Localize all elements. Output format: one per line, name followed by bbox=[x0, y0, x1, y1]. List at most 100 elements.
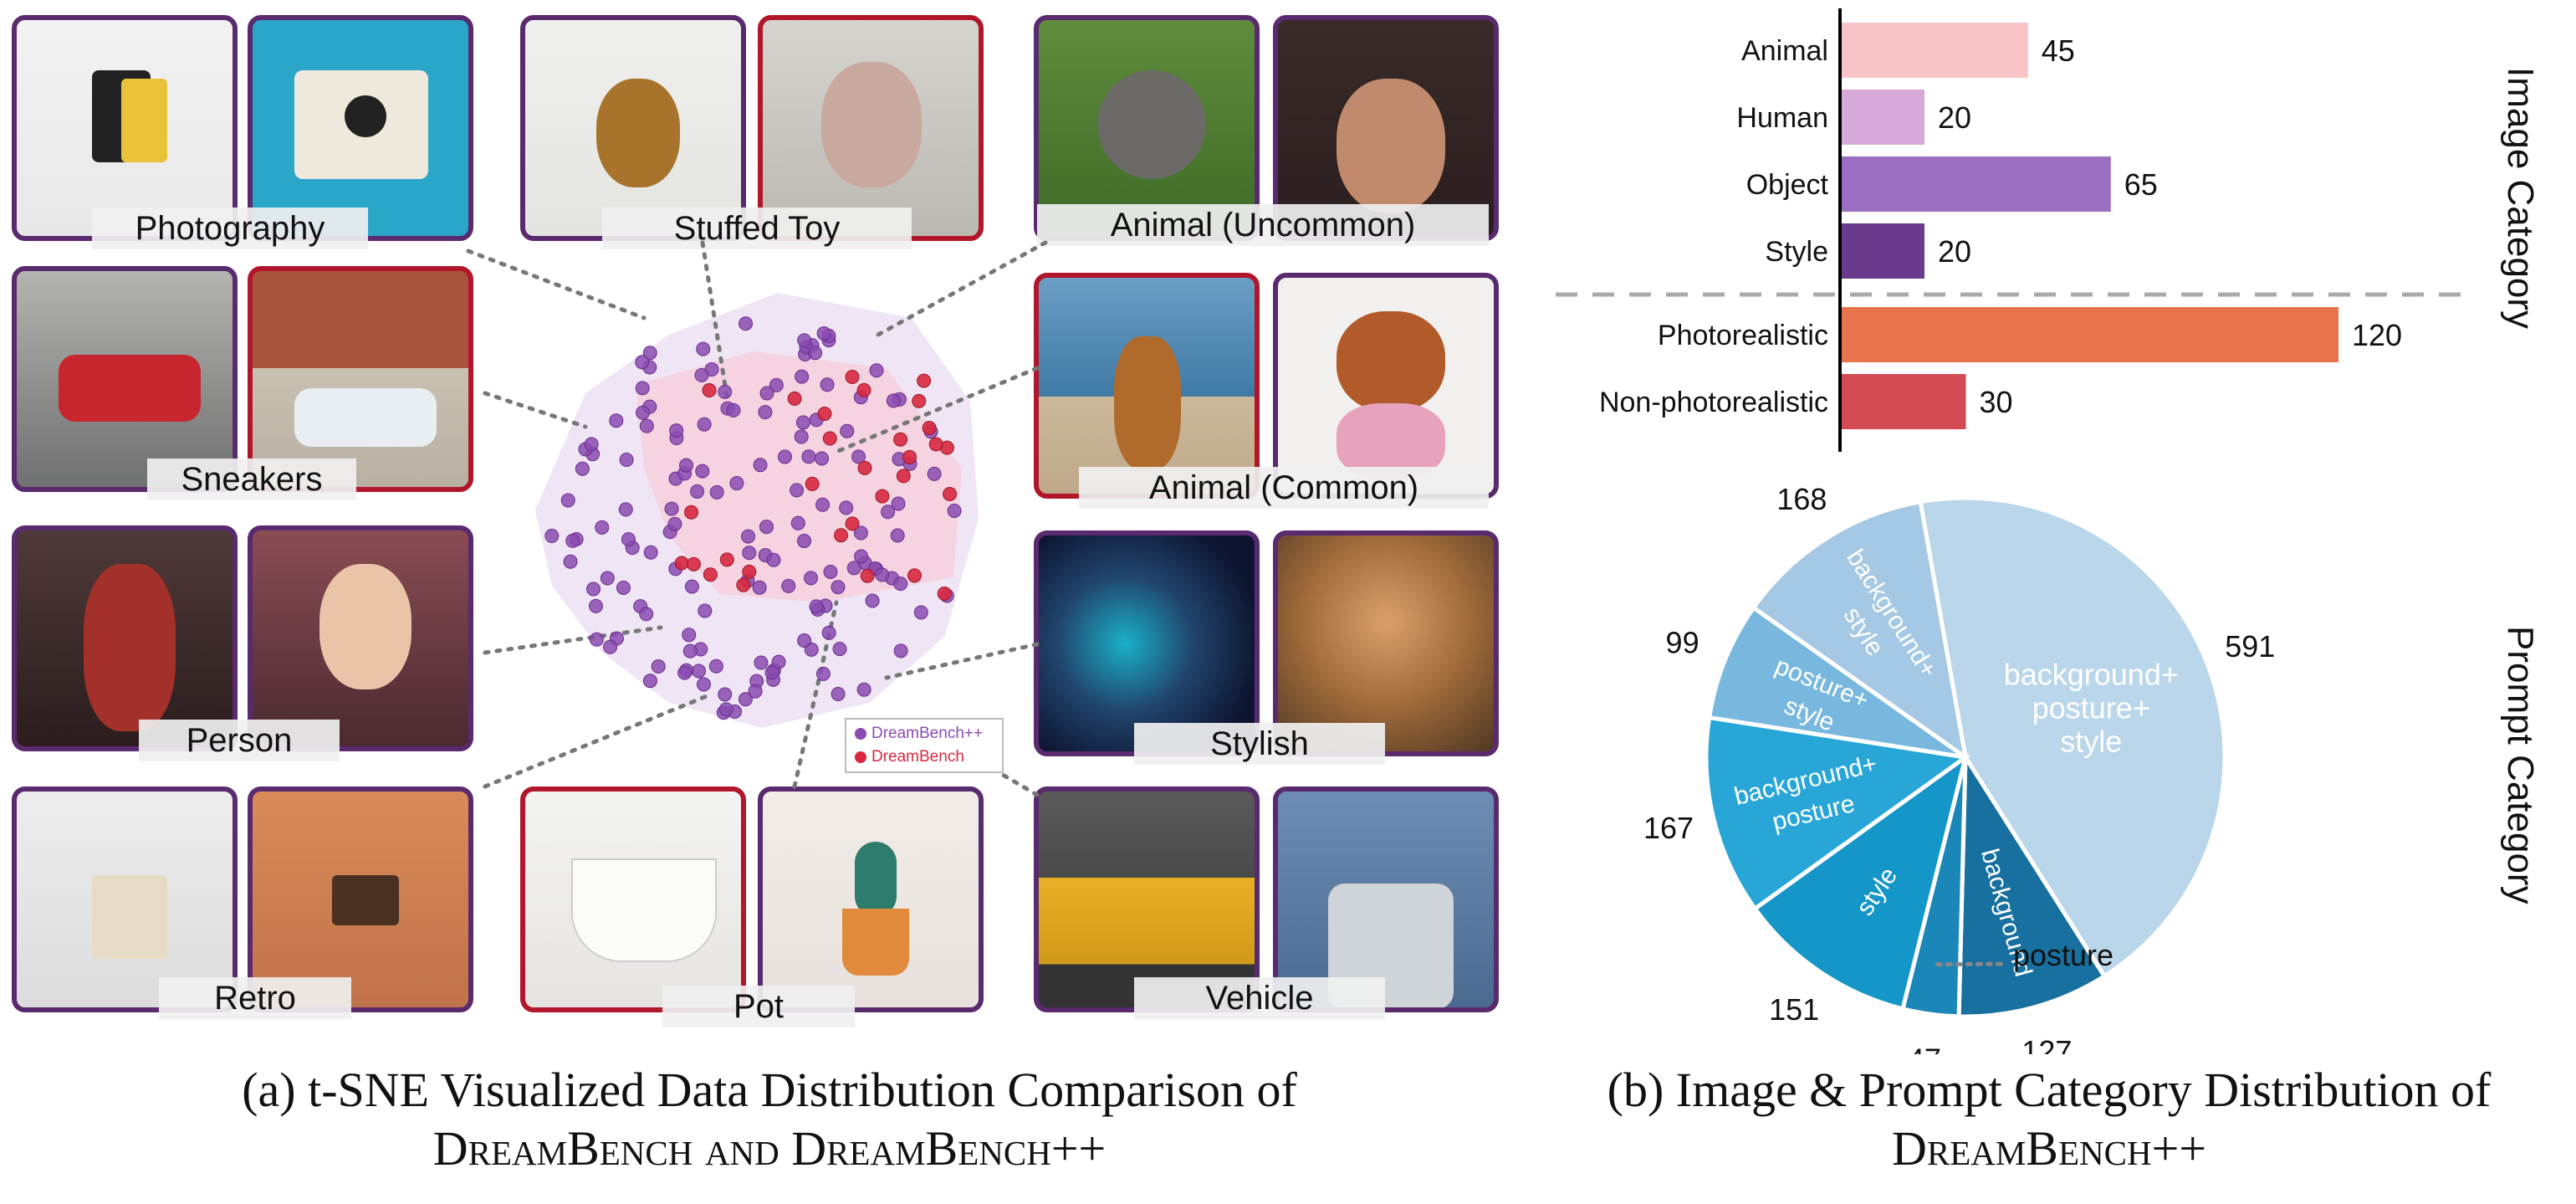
category-label-retro: Retro bbox=[159, 977, 351, 1019]
pie-value-label: 151 bbox=[1769, 992, 1819, 1027]
dreambench-pp-point bbox=[886, 393, 901, 408]
dreambench-pp-point bbox=[738, 692, 753, 707]
caption-b: (b) Image & Prompt Category Distribution… bbox=[1539, 1061, 2559, 1178]
caption-b-line-1: (b) Image & Prompt Category Distribution… bbox=[1607, 1063, 2492, 1117]
pie-value-label: 47 bbox=[1908, 1043, 1941, 1054]
pie-slice bbox=[1918, 495, 2227, 980]
bar-style bbox=[1842, 223, 1924, 279]
dreambench-pp-points bbox=[544, 316, 962, 720]
dreambench-pp-point bbox=[854, 549, 869, 564]
dreambench-pp-point bbox=[890, 528, 905, 543]
pie-slice bbox=[1956, 750, 2108, 1019]
dreambench-point bbox=[822, 431, 837, 446]
bar-value-label: 30 bbox=[1980, 385, 2013, 419]
category-label-pot: Pot bbox=[662, 986, 855, 1027]
caption-a: (a) t-SNE Visualized Data Distribution C… bbox=[50, 1061, 1489, 1178]
dreambench-pp-point bbox=[815, 451, 830, 466]
dreambench-pp-point bbox=[797, 633, 812, 648]
dreambench-pp-point bbox=[831, 687, 846, 702]
sneakers-image-1 bbox=[12, 266, 238, 492]
dreambench-point bbox=[686, 556, 701, 571]
dreambench-pp-point bbox=[754, 655, 769, 670]
dreambench-pp-point bbox=[808, 346, 823, 361]
dreambench-pp-point bbox=[840, 423, 855, 438]
pot-image-1 bbox=[520, 786, 746, 1012]
dreambench-pp-point bbox=[856, 682, 871, 697]
tsne-legend: DreamBench++ DreamBench bbox=[845, 718, 1004, 773]
dreambench-pp-point bbox=[947, 503, 962, 518]
category-label-photography: Photography bbox=[92, 207, 368, 249]
bar-category-label: Non-photorealistic bbox=[1599, 387, 1828, 418]
dreambench-pp-point bbox=[708, 658, 723, 674]
photography-image-1 bbox=[12, 15, 238, 241]
dreambench-pp-point bbox=[851, 449, 866, 464]
legend-entry-dreambench-pp: DreamBench++ bbox=[855, 725, 983, 743]
dreambench-pp-point bbox=[794, 429, 809, 444]
category-label-animal-common: Animal (Common) bbox=[1079, 467, 1489, 509]
dreambench-pp-point bbox=[759, 386, 774, 401]
bar-category-label: Photorealistic bbox=[1658, 320, 1828, 351]
bar-category-label: Human bbox=[1736, 102, 1828, 134]
bar-category-label: Object bbox=[1746, 169, 1829, 201]
bar-category-label: Animal bbox=[1741, 35, 1828, 67]
dreambench-pp-point bbox=[797, 333, 812, 348]
dreambench-pp-point bbox=[893, 643, 908, 658]
pie-slice-label-line: posture+ bbox=[2032, 691, 2150, 725]
dreambench-pp-point bbox=[696, 341, 711, 356]
dreambench-pp-point bbox=[891, 496, 906, 511]
dreambench-pp-point bbox=[709, 484, 724, 500]
dreambench-pp-point bbox=[853, 525, 868, 541]
dreambench-pp-point bbox=[618, 502, 633, 517]
dreambench-pp-point bbox=[718, 384, 733, 399]
tsne-panel: Photography Stuffed Toy Animal (Uncommon… bbox=[12, 15, 1499, 1178]
pie-slice bbox=[1706, 604, 1967, 760]
prompt-category-title: Prompt Category bbox=[2500, 626, 2541, 904]
pot-image-2 bbox=[758, 786, 984, 1012]
dreambench-hull bbox=[636, 351, 962, 602]
caption-b-line-2: DreamBench++ bbox=[1891, 1121, 2207, 1176]
pie-value-label: 167 bbox=[1643, 811, 1694, 845]
dreambench-pp-point bbox=[697, 417, 712, 432]
dreambench-pp-point bbox=[563, 554, 578, 569]
dreambench-pp-point bbox=[696, 677, 711, 692]
category-label-stuffed-toy: Stuffed Toy bbox=[602, 207, 912, 249]
dreambench-pp-point bbox=[790, 483, 805, 498]
legend-label-dreambench: DreamBench bbox=[871, 748, 964, 766]
retro-image-1 bbox=[12, 786, 238, 1012]
dreambench-pp-point bbox=[718, 702, 733, 717]
dreambench-pp-point bbox=[642, 346, 657, 361]
person-image-1 bbox=[12, 525, 238, 751]
dreambench-point bbox=[896, 469, 911, 484]
legend-label-dreambench-pp: DreamBench++ bbox=[871, 725, 984, 742]
dreambench-pp-point bbox=[679, 458, 694, 473]
dreambench-point bbox=[907, 568, 922, 583]
dreambench-point bbox=[702, 383, 717, 398]
dreambench-point bbox=[922, 421, 937, 436]
animal-common-image-1 bbox=[1034, 273, 1260, 499]
bar-value-label: 20 bbox=[1938, 234, 1971, 269]
dreambench-pp-point bbox=[691, 663, 706, 679]
dreambench-point bbox=[787, 391, 802, 406]
pie-slice-label-line: background+ bbox=[2004, 658, 2179, 692]
bar-value-label: 20 bbox=[1938, 100, 1971, 135]
dreambench-pp-point bbox=[795, 369, 810, 384]
dreambench-pp-point bbox=[839, 500, 854, 515]
dreambench-pp-point bbox=[589, 632, 604, 647]
dreambench-point bbox=[937, 586, 952, 601]
dreambench-point bbox=[805, 476, 820, 491]
dreambench-pp-point bbox=[588, 598, 603, 613]
vehicle-image-2 bbox=[1273, 786, 1499, 1012]
category-label-sneakers: Sneakers bbox=[147, 459, 356, 500]
dreambench-pp-point bbox=[865, 593, 880, 608]
dreambench-pp-point bbox=[781, 578, 796, 593]
pie-value-label: 99 bbox=[1666, 625, 1699, 659]
dreambench-pp-point bbox=[698, 603, 713, 618]
dreambench-pp-point bbox=[832, 642, 847, 657]
pie-value-label: 168 bbox=[1776, 482, 1827, 516]
dreambench-pp-point bbox=[636, 405, 651, 420]
dreambench-points bbox=[674, 370, 958, 601]
connector-lines bbox=[466, 240, 1048, 797]
dreambench-pp-point bbox=[823, 564, 838, 579]
